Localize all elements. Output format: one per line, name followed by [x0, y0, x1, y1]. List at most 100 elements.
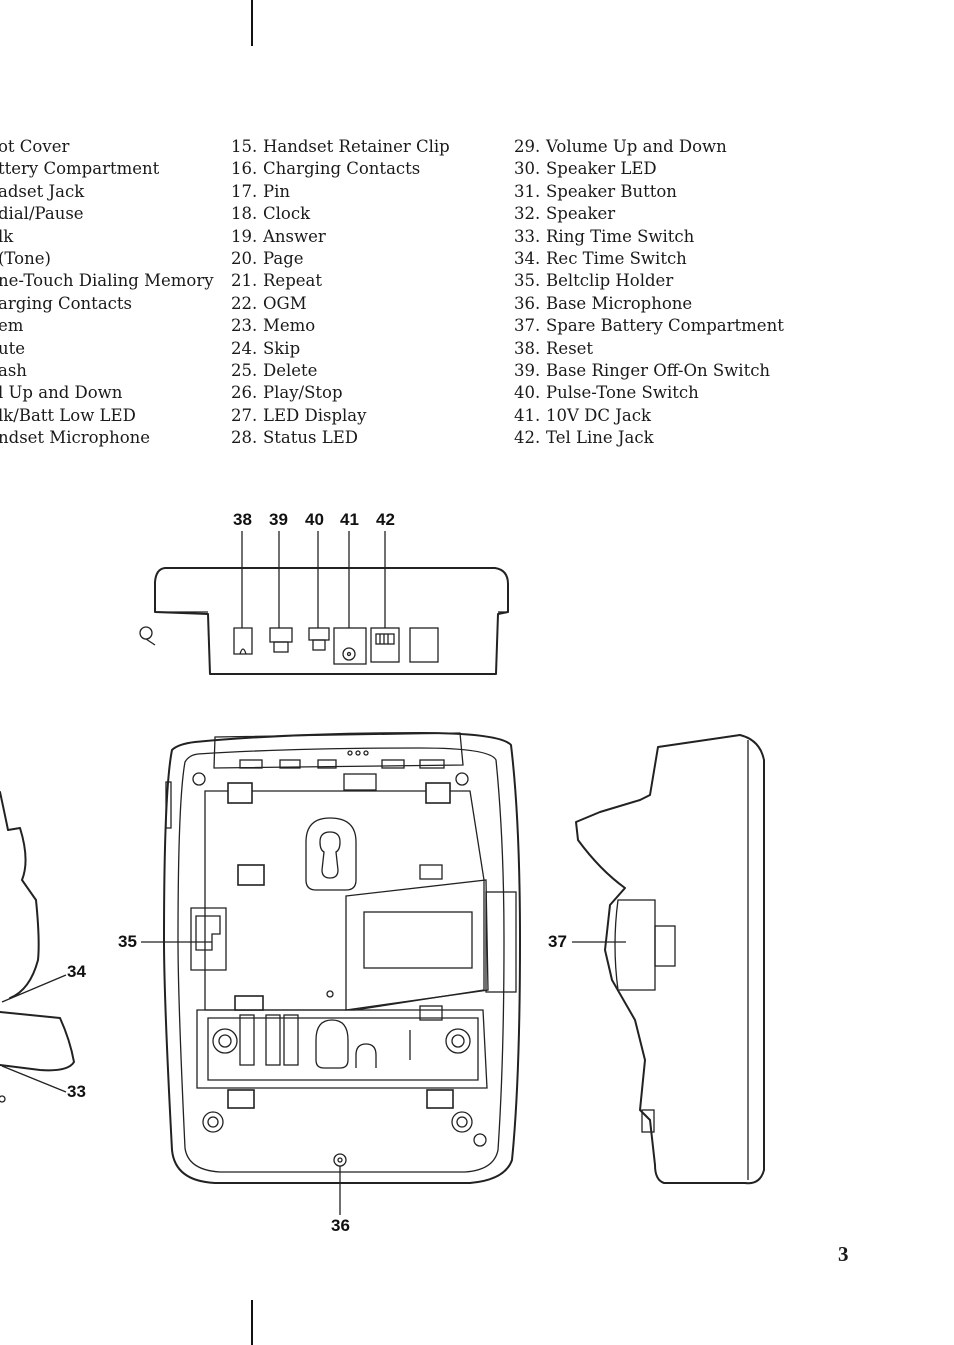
- parts-list-item: 29.Volume Up and Down: [514, 136, 784, 158]
- parts-list-item: 40.Pulse-Tone Switch: [514, 382, 784, 404]
- parts-list-item: ndset Microphone: [0, 427, 214, 449]
- parts-list-item: 24.Skip: [231, 338, 450, 360]
- parts-list-item: lk/Batt Low LED: [0, 405, 214, 427]
- item-number: 39.: [514, 361, 541, 381]
- item-label: Reset: [546, 338, 594, 358]
- parts-list-item: 30.Speaker LED: [514, 158, 784, 180]
- parts-list-item: 19.Answer: [231, 226, 450, 248]
- item-label: Play/Stop: [263, 383, 343, 403]
- parts-list-item: (Tone): [0, 248, 214, 270]
- parts-list-item: 15.Handset Retainer Clip: [231, 136, 450, 158]
- callout-38: 38: [233, 510, 252, 529]
- parts-list-item: 33.Ring Time Switch: [514, 226, 784, 248]
- parts-list-item: 18.Clock: [231, 203, 450, 225]
- parts-list-item: 21.Repeat: [231, 270, 450, 292]
- item-number: 19.: [231, 226, 258, 246]
- item-label: lk/Batt Low LED: [0, 405, 136, 425]
- parts-list-item: 31.Speaker Button: [514, 181, 784, 203]
- callout-35: 35: [118, 932, 137, 951]
- item-label: ute: [0, 338, 26, 358]
- parts-list-item: 16.Charging Contacts: [231, 158, 450, 180]
- parts-list-item: 25.Delete: [231, 360, 450, 382]
- item-label: OGM: [263, 293, 307, 313]
- side-view-illustration: [572, 734, 765, 1185]
- parts-list-item: 17.Pin: [231, 181, 450, 203]
- parts-list-item: 32.Speaker: [514, 203, 784, 225]
- parts-list-item: 42.Tel Line Jack: [514, 427, 784, 449]
- parts-list-item: l Up and Down: [0, 382, 214, 404]
- item-label: Memo: [263, 316, 316, 336]
- item-number: 20.: [231, 249, 258, 269]
- item-label: Delete: [263, 361, 318, 381]
- page-number: 3: [838, 1242, 849, 1266]
- item-label: ne-Touch Dialing Memory: [0, 271, 214, 291]
- item-number: 33.: [514, 226, 541, 246]
- item-number: 21.: [231, 271, 258, 291]
- parts-list-item: arging Contacts: [0, 293, 214, 315]
- item-label: (Tone): [0, 249, 51, 269]
- callout-37: 37: [548, 932, 567, 951]
- callout-36: 36: [331, 1216, 350, 1235]
- parts-list-item: lk: [0, 226, 214, 248]
- item-label: Base Ringer Off-On Switch: [546, 361, 771, 381]
- item-number: 36.: [514, 293, 541, 313]
- item-label: arging Contacts: [0, 293, 132, 313]
- callout-39: 39: [269, 510, 288, 529]
- callout-34: 34: [67, 962, 86, 981]
- parts-list-item: 20.Page: [231, 248, 450, 270]
- item-number: 18.: [231, 204, 258, 224]
- parts-list-item: 35.Beltclip Holder: [514, 270, 784, 292]
- item-label: Repeat: [263, 271, 322, 291]
- item-number: 17.: [231, 181, 258, 201]
- item-number: 29.: [514, 137, 541, 156]
- item-label: Base Microphone: [546, 293, 693, 313]
- parts-list-item: 27.LED Display: [231, 405, 450, 427]
- item-label: Rec Time Switch: [546, 249, 687, 269]
- handset-partial-illustration: [0, 791, 75, 1103]
- item-number: 38.: [514, 338, 541, 358]
- item-number: 24.: [231, 338, 258, 358]
- parts-list-item: 38.Reset: [514, 338, 784, 360]
- item-label: Page: [263, 249, 304, 269]
- callout-41: 41: [340, 510, 359, 529]
- item-label: Skip: [263, 338, 301, 358]
- item-label: em: [0, 316, 24, 336]
- item-number: 42.: [514, 428, 541, 448]
- parts-list-item: 36.Base Microphone: [514, 293, 784, 315]
- item-label: ot Cover: [0, 137, 70, 156]
- item-label: Speaker LED: [546, 159, 657, 179]
- parts-list-item: 26.Play/Stop: [231, 382, 450, 404]
- item-number: 35.: [514, 271, 541, 291]
- item-number: 27.: [231, 405, 258, 425]
- parts-list-item: em: [0, 315, 214, 337]
- callout-40: 40: [305, 510, 324, 529]
- item-label: lk: [0, 226, 14, 246]
- item-number: 37.: [514, 316, 541, 336]
- crop-mark-bottom: [251, 1300, 253, 1345]
- item-label: Status LED: [263, 428, 358, 448]
- crop-mark-top: [251, 0, 253, 46]
- item-label: Charging Contacts: [263, 159, 421, 179]
- parts-list-item: ttery Compartment: [0, 158, 214, 180]
- item-label: adset Jack: [0, 181, 85, 201]
- item-number: 25.: [231, 361, 258, 381]
- parts-list-item: ute: [0, 338, 214, 360]
- parts-list-item: 23.Memo: [231, 315, 450, 337]
- parts-list-item: ot Cover: [0, 136, 214, 158]
- callout-42: 42: [376, 510, 395, 529]
- item-number: 15.: [231, 137, 258, 156]
- item-label: Speaker: [546, 204, 616, 224]
- parts-list-item: 37.Spare Battery Compartment: [514, 315, 784, 337]
- parts-list-item: adset Jack: [0, 181, 214, 203]
- item-number: 41.: [514, 405, 541, 425]
- parts-list-item: ne-Touch Dialing Memory: [0, 270, 214, 292]
- item-number: 30.: [514, 159, 541, 179]
- item-number: 32.: [514, 204, 541, 224]
- item-label: Pin: [263, 181, 291, 201]
- parts-list-item: 39.Base Ringer Off-On Switch: [514, 360, 784, 382]
- callout-33: 33: [67, 1082, 86, 1101]
